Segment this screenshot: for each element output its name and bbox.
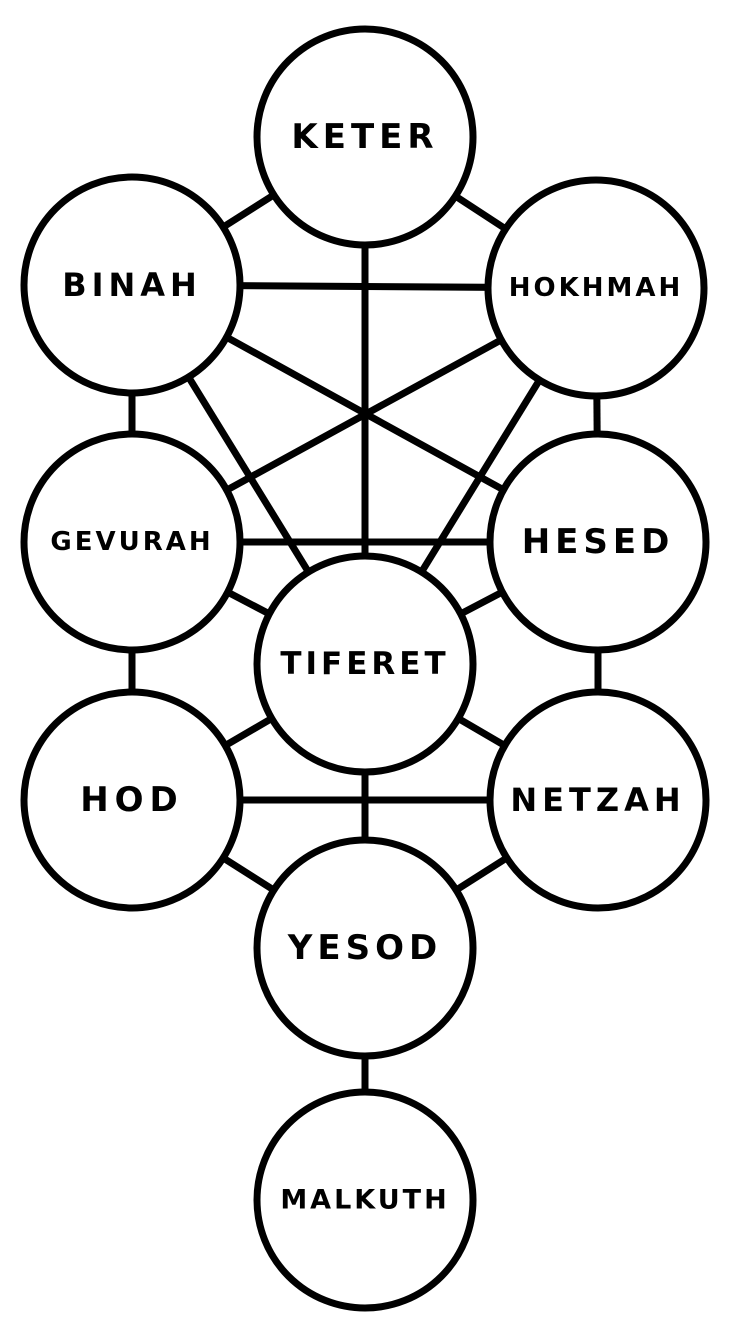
- sefirah-label-yesod: YESOD: [287, 928, 442, 968]
- sefirah-label-hod: HOD: [80, 780, 184, 820]
- sefirah-label-netzah: NETZAH: [510, 781, 685, 819]
- sefirah-binah: BINAH: [20, 173, 244, 397]
- sefirah-netzah: NETZAH: [486, 688, 710, 912]
- sefirah-hod: HOD: [20, 688, 244, 912]
- sefirah-circle-netzah: [486, 688, 710, 912]
- sefirah-circle-hod: [20, 688, 244, 912]
- sefirah-yesod: YESOD: [253, 836, 477, 1060]
- sefirah-circle-hokhmah: [484, 176, 708, 400]
- sefirah-label-malkuth: MALKUTH: [280, 1185, 449, 1216]
- sefirah-hokhmah: HOKHMAH: [484, 176, 708, 400]
- sefirah-keter: KETER: [253, 25, 477, 249]
- sefirah-malkuth: MALKUTH: [253, 1088, 477, 1312]
- sefirah-circle-hesed: [486, 430, 710, 654]
- sefirah-circle-malkuth: [253, 1088, 477, 1312]
- sefirah-hesed: HESED: [486, 430, 710, 654]
- sefirah-circle-yesod: [253, 836, 477, 1060]
- sefirah-label-binah: BINAH: [62, 266, 202, 304]
- sefirah-circle-tiferet: [253, 552, 477, 776]
- sefirah-label-keter: KETER: [291, 117, 438, 157]
- nodes-layer: KETER BINAH HOKHMAH GEVURAH HESED TIFERET HOD N…: [20, 25, 710, 1312]
- sefirah-tiferet: TIFERET: [253, 552, 477, 776]
- sefirah-label-gevurah: GEVURAH: [50, 527, 213, 557]
- sefirah-label-hokhmah: HOKHMAH: [509, 273, 684, 303]
- sefirah-circle-gevurah: [20, 430, 244, 654]
- sefirah-label-hesed: HESED: [522, 522, 675, 562]
- sefirah-label-tiferet: TIFERET: [280, 646, 449, 682]
- sefirah-circle-keter: [253, 25, 477, 249]
- sefirah-circle-binah: [20, 173, 244, 397]
- sefirah-gevurah: GEVURAH: [20, 430, 244, 654]
